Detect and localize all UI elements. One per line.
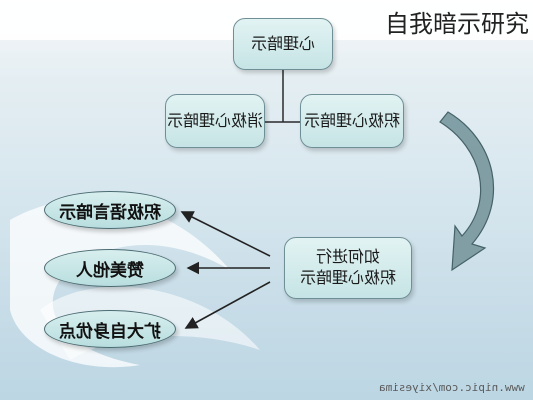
- method-label-1: 积极语言暗示: [59, 202, 161, 223]
- method-label-2: 赞美他人: [76, 260, 144, 281]
- how-to-line-1: 如何进行: [315, 247, 380, 267]
- arrow-to-method-1: [180, 211, 271, 257]
- watermark-text: www.nipic.com/xiyesima: [379, 381, 525, 394]
- method-oval-1: 积极语言暗示: [44, 191, 176, 229]
- method-oval-2: 赞美他人: [44, 249, 176, 287]
- how-to-line-2: 积极心理暗示: [299, 268, 396, 287]
- method-label-3: 扩大自身优点: [59, 321, 161, 342]
- how-to-node: 如何进行 积极心理暗示: [284, 237, 412, 299]
- watermark: www.nipic.com/xiyesima: [379, 381, 525, 394]
- root-node-label: 心理暗示: [250, 33, 315, 53]
- root-node: 心理暗示: [233, 18, 333, 70]
- method-oval-3: 扩大自身优点: [44, 310, 176, 348]
- negative-node-label: 消极心理暗示: [166, 110, 263, 130]
- curved-arrow-icon: [439, 111, 494, 272]
- positive-node-label: 积极心理暗示: [303, 110, 400, 130]
- positive-node: 积极心理暗示: [300, 94, 404, 148]
- arrow-to-method-3: [184, 281, 271, 329]
- page-title: 自我暗示研究: [385, 10, 529, 38]
- negative-node: 消极心理暗示: [165, 94, 265, 148]
